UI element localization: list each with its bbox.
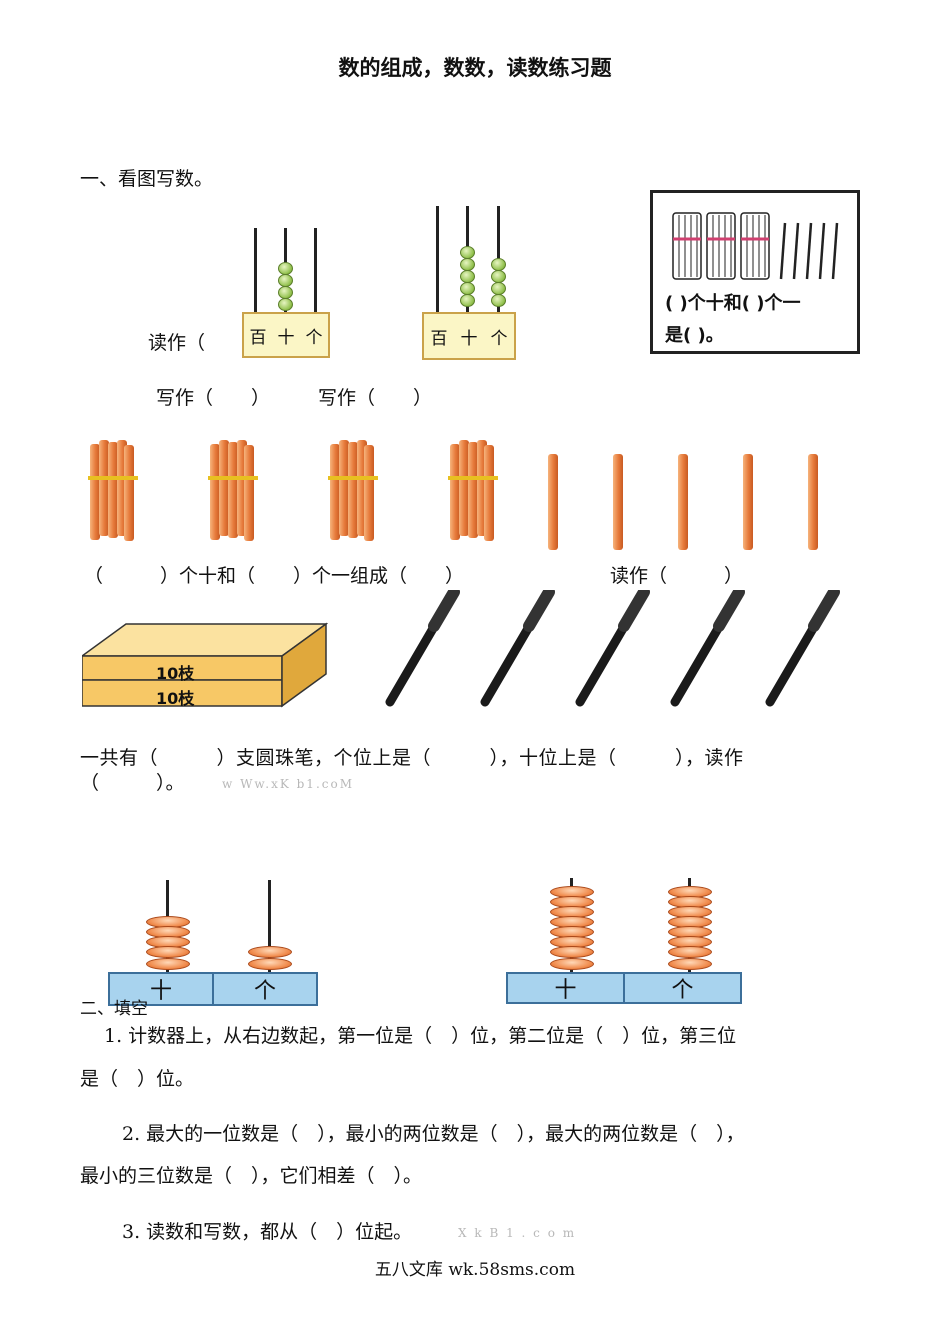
q2-line1: 2. 最大的一位数是（ ），最小的两位数是（ ），最大的两位数是（ ）， <box>122 1123 745 1145</box>
sticks-question: （ ）个十和（ ）个一组成（ ） <box>84 565 465 587</box>
q3: 3. 读数和写数，都从（ ）位起。 <box>122 1221 413 1243</box>
pens-row <box>385 590 840 707</box>
stick-bundle <box>448 440 498 546</box>
bundles-picture: ( )个十和( )个一 是( )。 <box>650 190 860 354</box>
pen-icon <box>480 590 555 707</box>
pen-box-label-2: 10枝 <box>156 689 195 708</box>
pen-icon <box>385 590 460 707</box>
abacus-2: 百 十 个 <box>420 206 518 360</box>
sticks-read-as: 读作（ ） <box>610 565 744 587</box>
stick-bundle <box>328 440 378 546</box>
abacus2-label-hundreds: 百 <box>430 328 448 349</box>
write-as-2: 写作（ ） <box>318 387 433 409</box>
bundles-caption-line1: ( )个十和( )个一 <box>665 293 801 314</box>
pens-question-line2: （ ）。 <box>80 772 185 794</box>
abacus2-label-ones: 个 <box>490 328 508 349</box>
stick-bundle <box>88 440 138 546</box>
section1-heading: 一、看图写数。 <box>80 168 214 190</box>
single-stick <box>678 454 688 550</box>
counter1-label-tens: 十 <box>110 974 214 1004</box>
pen-icon <box>765 590 840 707</box>
bundles-caption-line2: 是( )。 <box>665 325 724 346</box>
read-as-label: 读作（ <box>148 332 206 354</box>
watermark-1: w Ww.xK b1.coM <box>222 777 354 791</box>
footer: 五八文库 wk.58sms.com <box>374 1260 576 1280</box>
single-stick <box>548 454 558 550</box>
stick-bundle <box>208 440 258 546</box>
counter2-label-ones: 个 <box>671 978 694 1003</box>
counter2-label-tens: 十 <box>508 974 625 1003</box>
q1-line2: 是（ ）位。 <box>80 1068 195 1090</box>
counter1-label-ones: 个 <box>253 979 276 1004</box>
stick-bundles-sketch <box>672 212 839 280</box>
abacus-1: 百 十 个 <box>240 228 332 360</box>
pen-icon <box>670 590 745 707</box>
page-title: 数的组成，数数，读数练习题 <box>338 55 612 80</box>
q1-line1: 1. 计数器上，从右边数起，第一位是（ ）位，第二位是（ ）位，第三位 <box>104 1025 737 1047</box>
sticks-row <box>88 440 848 556</box>
pen-boxes: 10枝 10枝 <box>79 622 329 708</box>
abacus2-label-tens: 十 <box>460 328 478 349</box>
abacus-label-ones: 个 <box>305 327 323 348</box>
counter-1: 十 个 <box>108 880 320 1006</box>
section2-heading: 二、填空 <box>80 999 148 1019</box>
pen-box-stack <box>79 622 329 708</box>
single-stick <box>808 454 818 550</box>
pen-icon <box>575 590 650 707</box>
q2-line2: 最小的三位数是（ ），它们相差（ ）。 <box>80 1165 423 1187</box>
watermark-2: X k B 1 . c o m <box>458 1226 577 1240</box>
abacus-label-tens: 十 <box>277 327 295 348</box>
pens-question-line1: 一共有（ ）支圆珠笔，个位上是（ ），十位上是（ ），读作 <box>80 747 744 769</box>
abacus-label-hundreds: 百 <box>249 327 267 348</box>
single-stick <box>743 454 753 550</box>
write-as-1: 写作（ ） <box>156 387 271 409</box>
single-stick <box>613 454 623 550</box>
pen-box-label-1: 10枝 <box>156 664 195 683</box>
counter-2: 十 个 <box>506 878 744 1004</box>
